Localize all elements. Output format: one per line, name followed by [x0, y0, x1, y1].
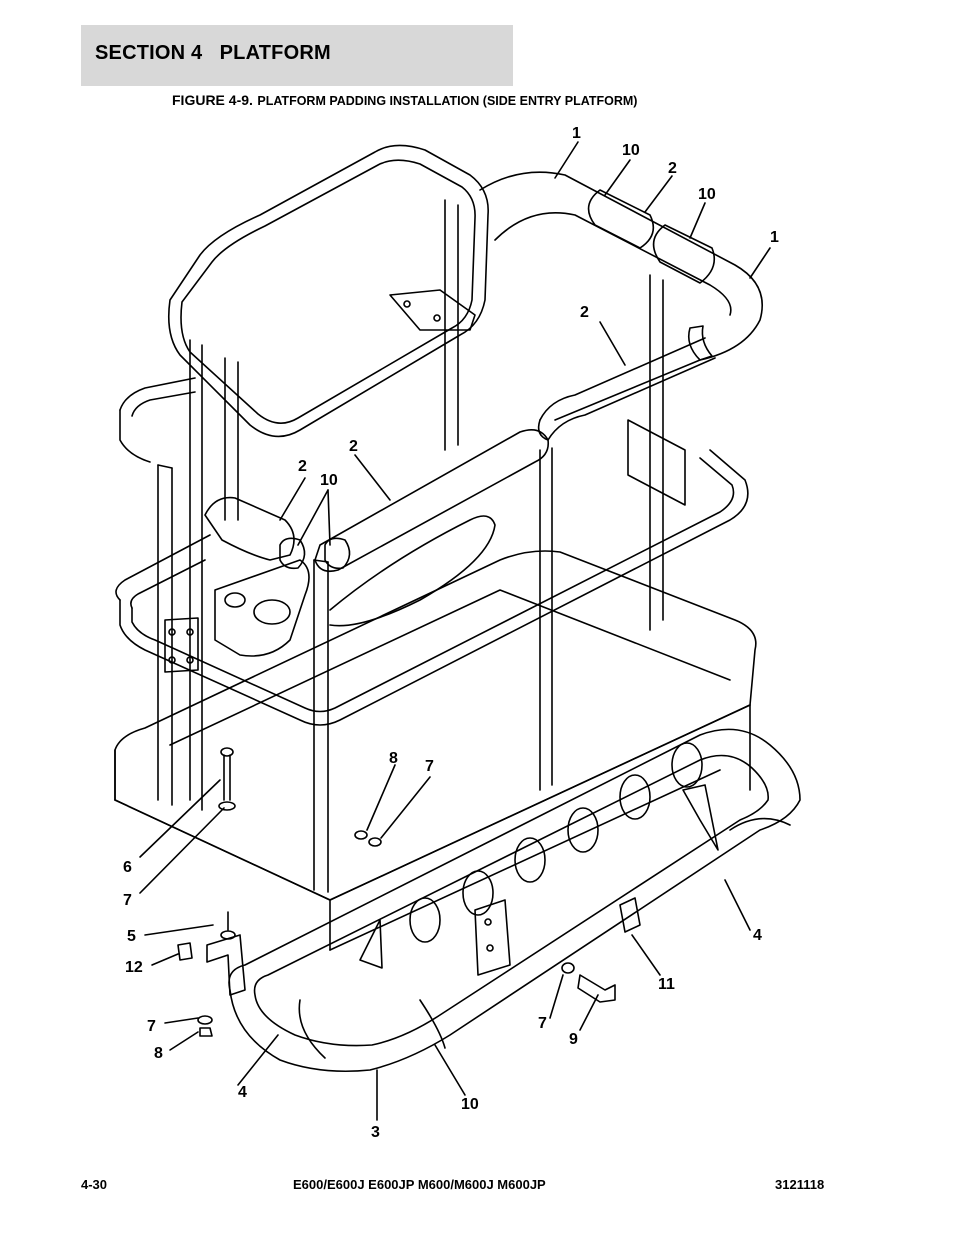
callout-2-top: 2 — [668, 160, 677, 177]
callout-11: 11 — [658, 976, 675, 993]
figure-title: PLATFORM PADDING INSTALLATION (SIDE ENTR… — [257, 94, 638, 108]
section-title: SECTION 4 PLATFORM — [95, 42, 331, 64]
callout-10-right: 10 — [698, 186, 716, 203]
platform-drawing — [114, 141, 801, 1121]
section-header: SECTION 4 PLATFORM — [81, 25, 513, 86]
callout-10-top: 10 — [622, 142, 640, 159]
callout-8-lower: 8 — [154, 1045, 163, 1062]
callout-4-left: 4 — [238, 1084, 247, 1101]
callout-7-lower: 7 — [147, 1018, 156, 1035]
callout-7-right: 7 — [538, 1015, 547, 1032]
callout-1-top: 1 — [572, 125, 581, 142]
callout-8-upper: 8 — [389, 750, 398, 767]
callout-1-right: 1 — [770, 229, 779, 246]
callout-12: 12 — [125, 959, 143, 976]
callout-2-right: 2 — [580, 304, 589, 321]
callout-7-left: 7 — [123, 892, 132, 909]
footer-doc-number: 3121118 — [775, 1177, 825, 1192]
callout-labels: 1 10 2 10 1 2 2 2 10 8 7 6 7 5 12 7 8 4 … — [123, 125, 779, 1141]
callout-9: 9 — [569, 1031, 578, 1048]
callout-5: 5 — [127, 928, 136, 945]
figure-caption: FIGURE 4-9. PLATFORM PADDING INSTALLATIO… — [172, 92, 637, 110]
callout-10-left: 10 — [320, 472, 338, 489]
footer-models: E600/E600J E600JP M600/M600J M600JP — [293, 1177, 546, 1192]
callout-2-left: 2 — [298, 458, 307, 475]
footer-page-number: 4-30 — [81, 1177, 108, 1192]
figure-number: FIGURE 4-9. — [172, 92, 253, 108]
callout-2-middle: 2 — [349, 438, 358, 455]
callout-10-bottom: 10 — [461, 1096, 479, 1113]
callout-6: 6 — [123, 859, 132, 876]
callout-7-upper: 7 — [425, 758, 434, 775]
callout-3: 3 — [371, 1124, 380, 1141]
callout-4-right: 4 — [753, 927, 762, 944]
